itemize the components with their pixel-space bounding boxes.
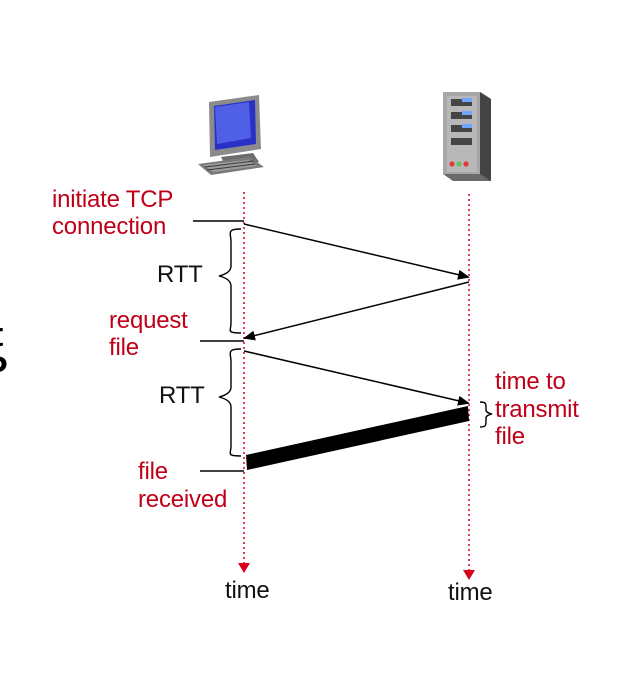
rtt-second-label: RTT	[159, 382, 205, 409]
edge-text-fragment-1: t	[0, 318, 14, 354]
desktop-computer-icon	[198, 95, 264, 175]
request-label: request	[109, 307, 188, 334]
edge-text-fragment-2: P	[0, 352, 13, 380]
client-time-label: time	[225, 577, 270, 604]
http-request-arrow	[243, 350, 470, 406]
time-to-label: time to	[495, 368, 566, 395]
rtt-second-brace	[218, 348, 242, 457]
file-transfer-bar	[246, 406, 469, 470]
file-label: file	[138, 458, 168, 485]
received-label: received	[138, 486, 228, 513]
transmit-label: transmit	[495, 396, 579, 423]
rtt-first-brace	[218, 228, 242, 334]
rtt-first-label: RTT	[157, 261, 203, 288]
request-file-label: file	[109, 334, 139, 361]
transmit-file-label: file	[495, 423, 525, 450]
connection-label: connection	[52, 213, 167, 240]
server-time-label: time	[448, 579, 493, 606]
server-tower-icon	[443, 92, 491, 181]
initiate-tcp-label: initiate TCP	[52, 186, 174, 213]
transmit-time-brace	[479, 401, 493, 428]
tcp-syn-arrow	[243, 223, 470, 280]
tcp-synack-arrow	[243, 281, 470, 341]
